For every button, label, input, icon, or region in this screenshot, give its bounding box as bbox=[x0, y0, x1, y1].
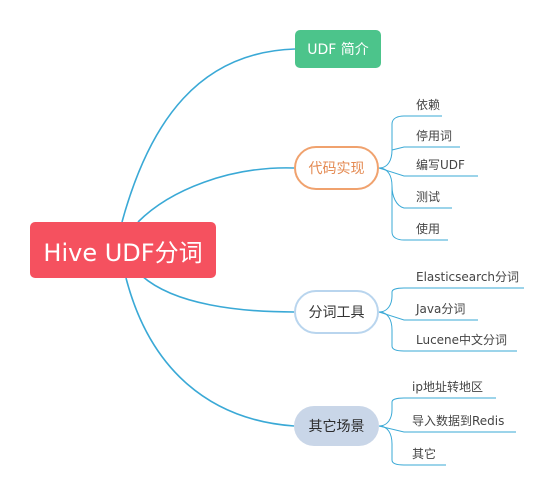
leaf-stopwords[interactable]: 停用词 bbox=[416, 129, 453, 143]
connector-root-tools bbox=[141, 275, 295, 313]
leaf-usage[interactable]: 使用 bbox=[416, 222, 441, 236]
branch-segmentation-tools[interactable]: 分词工具 bbox=[294, 290, 379, 334]
leaf-other[interactable]: 其它 bbox=[412, 447, 437, 461]
leaf-lucene[interactable]: Lucene中文分词 bbox=[416, 333, 508, 347]
branch-udf-intro[interactable]: UDF 简介 bbox=[295, 30, 381, 68]
leaf-dependency[interactable]: 依赖 bbox=[416, 98, 441, 112]
leaf-test[interactable]: 测试 bbox=[416, 190, 441, 204]
leaf-ip-region[interactable]: ip地址转地区 bbox=[412, 380, 483, 394]
branch-other-scenarios[interactable]: 其它场景 bbox=[294, 406, 379, 446]
connector-root-intro bbox=[121, 48, 296, 223]
leaf-elasticsearch[interactable]: Elasticsearch分词 bbox=[416, 270, 520, 284]
connector-root-other bbox=[125, 277, 295, 427]
branch-code-implementation[interactable]: 代码实现 bbox=[294, 146, 379, 190]
connector-root-code bbox=[137, 167, 295, 223]
root-topic[interactable]: Hive UDF分词 bbox=[30, 222, 216, 278]
leaf-java[interactable]: Java分词 bbox=[416, 302, 466, 316]
leaf-import-redis[interactable]: 导入数据到Redis bbox=[412, 414, 505, 428]
leaf-write-udf[interactable]: 编写UDF bbox=[416, 158, 465, 172]
